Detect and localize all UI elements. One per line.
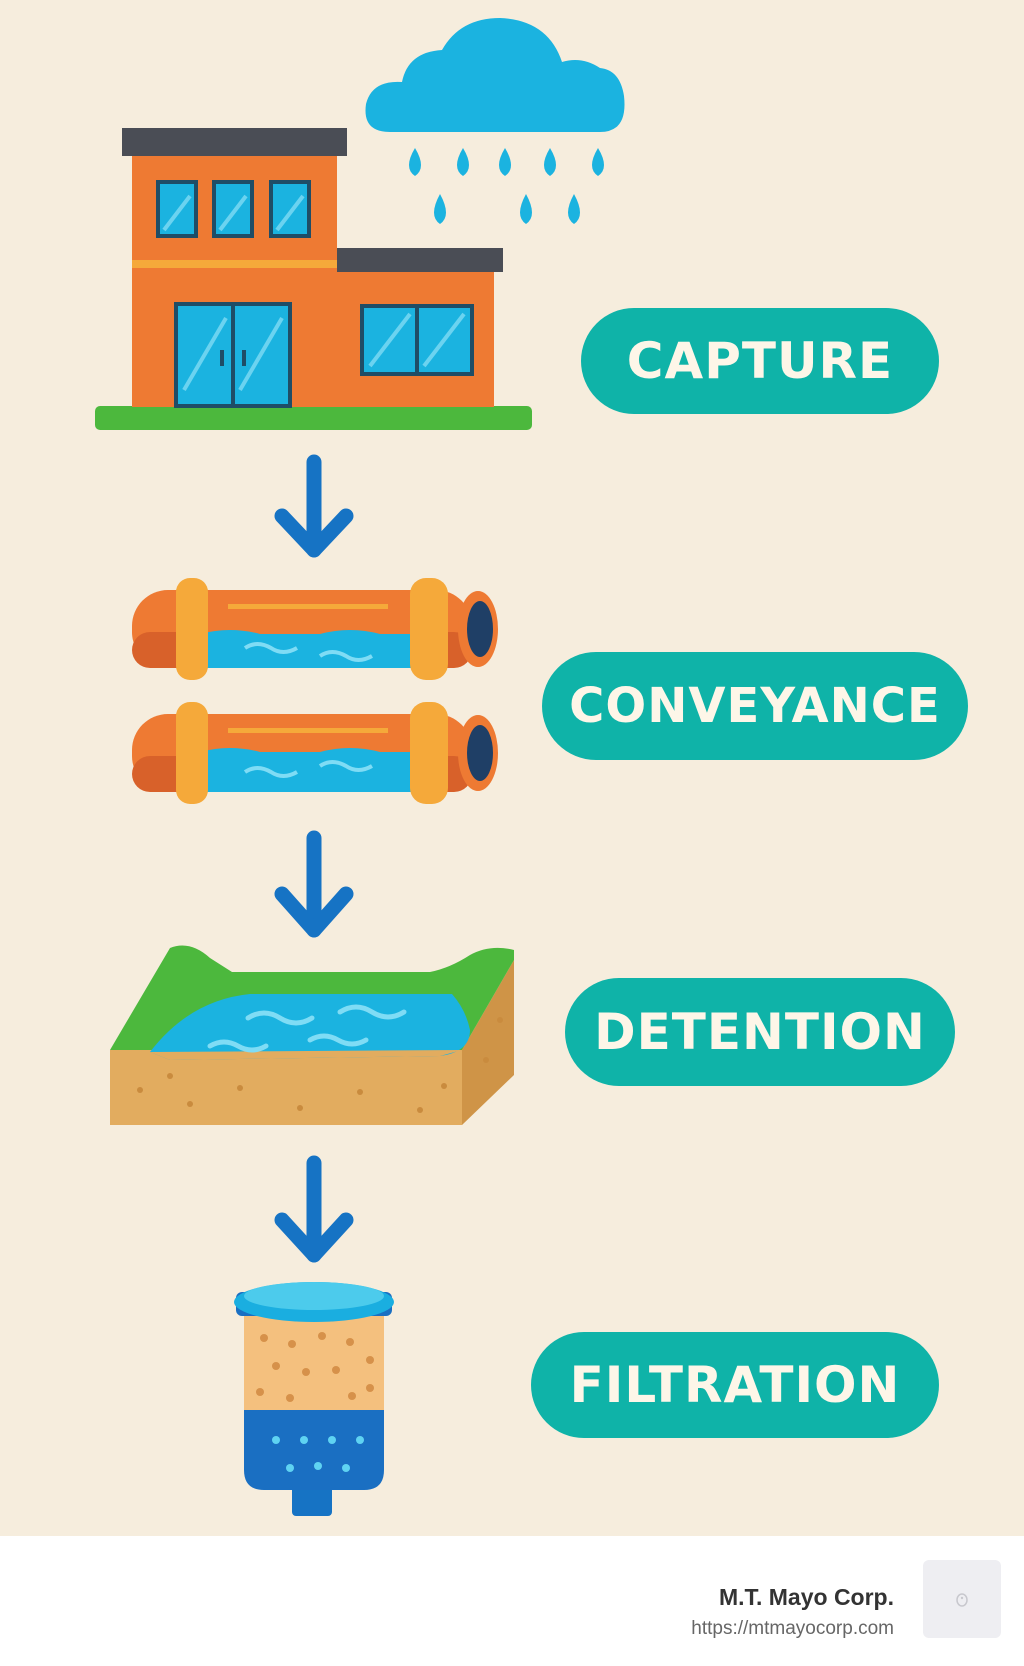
down-arrow-icon-1 [274, 454, 354, 558]
image-placeholder-icon [956, 1593, 968, 1607]
step-label-detention: DETENTION [565, 978, 955, 1086]
footer: M.T. Mayo Corp. https://mtmayocorp.com [0, 1536, 1024, 1666]
pipe-upper [132, 578, 498, 680]
building-icon [95, 128, 532, 430]
company-url[interactable]: https://mtmayocorp.com [691, 1618, 894, 1639]
rain-cloud-icon [365, 18, 625, 224]
pipe-lower [132, 702, 498, 804]
company-logo [923, 1560, 1001, 1638]
diagram-illustrations [95, 18, 625, 1516]
step-label-text: DETENTION [594, 1003, 926, 1061]
step-label-text: CAPTURE [626, 332, 894, 390]
detention-basin-icon [110, 945, 514, 1125]
company-name: M.T. Mayo Corp. [718, 1584, 894, 1610]
filter-cartridge-icon [234, 1282, 394, 1516]
down-arrow-icon-2 [274, 830, 354, 938]
step-label-filtration: FILTRATION [531, 1332, 939, 1438]
step-label-capture: CAPTURE [581, 308, 939, 414]
step-label-text: FILTRATION [569, 1356, 901, 1414]
down-arrow-icon-3 [274, 1155, 354, 1263]
step-label-conveyance: CONVEYANCE [542, 652, 968, 760]
pipes-icon [132, 578, 498, 804]
step-label-text: CONVEYANCE [569, 678, 941, 734]
diagram-stage: CAPTURE CONVEYANCE DETENTION FILTRATION [95, 18, 968, 1516]
